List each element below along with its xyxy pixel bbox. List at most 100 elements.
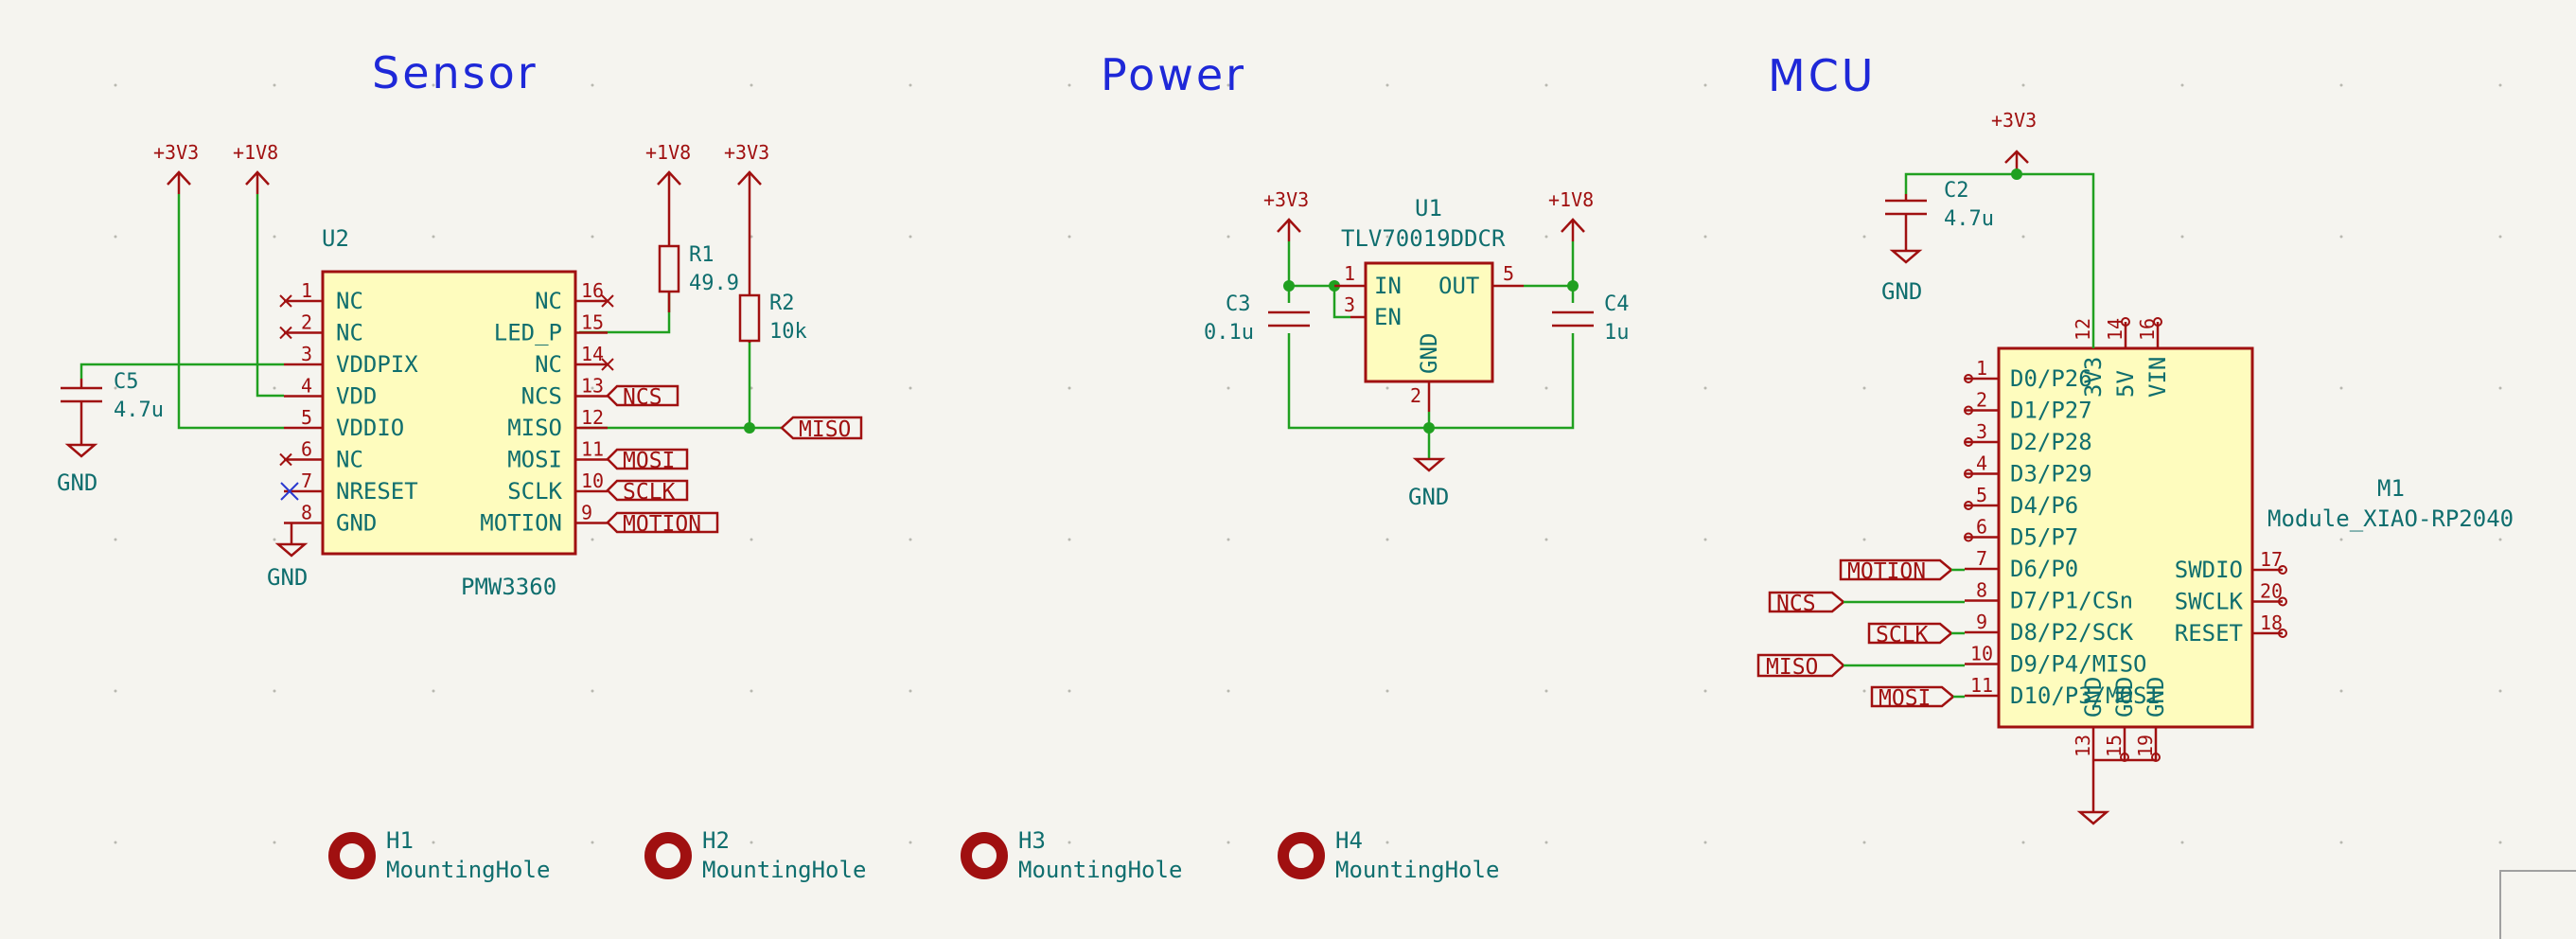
svg-text:GND: GND bbox=[2080, 677, 2107, 718]
svg-text:TLV70019DDCR: TLV70019DDCR bbox=[1341, 225, 1506, 252]
svg-text:16: 16 bbox=[581, 279, 604, 302]
svg-text:6: 6 bbox=[301, 438, 312, 461]
net-label-motion[interactable]: MOTION bbox=[606, 511, 719, 537]
power-symbol-1v8[interactable]: +1V8 bbox=[233, 141, 278, 194]
gnd-symbol[interactable]: GND bbox=[1408, 457, 1449, 510]
power-symbol-3v3[interactable]: +3V3 bbox=[153, 141, 199, 194]
mcu-section: +3V3 C2 4.7u GND M1 Module_XIAO-RP2040 1… bbox=[1756, 109, 2514, 825]
svg-text:+1V8: +1V8 bbox=[1548, 188, 1594, 211]
power-symbol-1v8[interactable]: +1V8 bbox=[645, 141, 691, 194]
net-label-miso[interactable]: MISO bbox=[1756, 653, 1845, 680]
net-label-ncs[interactable]: NCS bbox=[1768, 591, 1845, 616]
power-symbol-3v3[interactable]: +3V3 bbox=[724, 141, 769, 194]
resistor-r1[interactable]: R1 49.9 bbox=[658, 194, 739, 312]
svg-text:MISO: MISO bbox=[507, 415, 562, 441]
resistor-r2[interactable]: R2 10k bbox=[738, 194, 807, 344]
svg-text:3: 3 bbox=[1976, 420, 1987, 443]
svg-text:RESET: RESET bbox=[2175, 620, 2243, 647]
net-label-ncs[interactable]: NCS bbox=[606, 384, 679, 410]
capacitor-c4[interactable]: C4 1u bbox=[1552, 292, 1630, 345]
svg-text:3V3: 3V3 bbox=[2080, 357, 2107, 398]
wire-vin bbox=[1287, 241, 1334, 288]
svg-text:GND: GND bbox=[57, 470, 97, 496]
capacitor-c2[interactable]: C2 4.7u GND bbox=[1881, 179, 1994, 305]
regulator-u1[interactable]: U1 TLV70019DDCR 1 3 5 2 IN EN OUT GND bbox=[1334, 195, 1524, 412]
svg-text:D4/P6: D4/P6 bbox=[2010, 492, 2078, 519]
svg-text:3: 3 bbox=[301, 343, 312, 365]
junction bbox=[1567, 280, 1579, 292]
power-symbol-1v8[interactable]: +1V8 bbox=[1548, 188, 1594, 241]
wire-vdd bbox=[256, 194, 284, 398]
gnd-symbol bbox=[274, 523, 309, 558]
svg-text:SWDIO: SWDIO bbox=[2175, 557, 2243, 583]
svg-text:5V: 5V bbox=[2112, 370, 2139, 398]
net-label-sclk[interactable]: SCLK bbox=[606, 479, 689, 505]
net-label-miso[interactable]: MISO bbox=[780, 416, 863, 442]
power-symbol-3v3[interactable]: +3V3 bbox=[1991, 109, 2037, 172]
svg-text:MOTION: MOTION bbox=[480, 510, 562, 537]
svg-text:15: 15 bbox=[2103, 735, 2126, 757]
power-section: +3V3 +1V8 C3 0.1u C4 1u U1 bbox=[1204, 188, 1630, 510]
svg-text:GND: GND bbox=[336, 510, 377, 537]
svg-text:H3: H3 bbox=[1018, 827, 1046, 854]
capacitor-c3[interactable]: C3 0.1u bbox=[1204, 292, 1310, 345]
section-title-power: Power bbox=[1101, 49, 1246, 100]
junction bbox=[2011, 168, 2022, 180]
svg-text:MOSI: MOSI bbox=[507, 447, 562, 473]
capacitor-c5[interactable]: C5 4.7u GND bbox=[57, 370, 164, 496]
svg-text:+3V3: +3V3 bbox=[724, 141, 769, 164]
net-label-mosi[interactable]: MOSI bbox=[606, 448, 689, 473]
power-symbol-3v3[interactable]: +3V3 bbox=[1263, 188, 1309, 241]
gnd-symbol bbox=[2076, 810, 2110, 825]
net-label-mosi[interactable]: MOSI bbox=[1870, 685, 1955, 711]
net-label-sclk[interactable]: SCLK bbox=[1867, 622, 1953, 647]
svg-text:D3/P29: D3/P29 bbox=[2010, 461, 2092, 487]
svg-text:EN: EN bbox=[1374, 304, 1402, 330]
gnd-label: GND bbox=[267, 564, 308, 591]
net-label-motion[interactable]: MOTION bbox=[1839, 558, 1953, 584]
